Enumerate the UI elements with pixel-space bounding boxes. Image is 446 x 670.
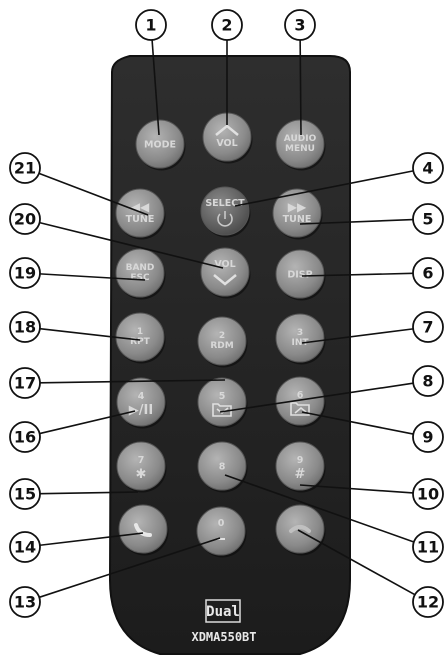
- callout-number: 5: [422, 210, 433, 229]
- callout-4: 4: [413, 153, 443, 183]
- button-face: [197, 507, 245, 555]
- callout-number: 9: [422, 428, 433, 447]
- callout-number: 10: [417, 485, 439, 504]
- button-label: AUDIO: [284, 134, 317, 144]
- callout-18: 18: [10, 312, 40, 342]
- button-label: DISP: [287, 270, 312, 281]
- button-label: 1: [137, 327, 143, 337]
- callout-9: 9: [413, 422, 443, 452]
- brand-label: Dual: [206, 604, 240, 620]
- callout-11: 11: [413, 532, 443, 562]
- button-face: [201, 248, 249, 296]
- button-face: [198, 378, 246, 426]
- callout-number: 2: [221, 16, 232, 35]
- leader-line-3: [300, 40, 301, 135]
- button-face: [119, 505, 167, 553]
- callout-10: 10: [413, 479, 443, 509]
- button-label: MENU: [285, 144, 315, 154]
- callout-number: 13: [14, 593, 36, 612]
- callout-number: 19: [14, 264, 36, 283]
- callout-5: 5: [413, 204, 443, 234]
- callout-number: 3: [294, 16, 305, 35]
- callout-20: 20: [10, 204, 40, 234]
- play-pause-icon: ▶/II: [129, 403, 153, 418]
- callout-8: 8: [413, 366, 443, 396]
- button-label: 7: [138, 455, 145, 466]
- callout-number: 21: [14, 159, 36, 178]
- button-label: 0: [218, 518, 225, 529]
- callout-15: 15: [10, 479, 40, 509]
- button-face: [117, 442, 165, 490]
- callout-number: 11: [417, 538, 439, 557]
- button-face: [276, 377, 324, 425]
- callout-21: 21: [10, 153, 40, 183]
- button-label: ESC: [130, 273, 150, 283]
- button-label: BAND: [126, 263, 155, 273]
- callout-1: 1: [136, 10, 166, 40]
- callout-2: 2: [212, 10, 242, 40]
- callout-13: 13: [10, 587, 40, 617]
- button-label: 4: [138, 391, 145, 402]
- callout-number: 16: [14, 428, 36, 447]
- callout-number: 1: [145, 16, 156, 35]
- button-label: SELECT: [205, 198, 245, 209]
- callout-number: 8: [422, 372, 433, 391]
- button-label: 2: [219, 331, 225, 341]
- callout-number: 12: [417, 593, 439, 612]
- button-label: RDM: [210, 341, 233, 351]
- callout-14: 14: [10, 532, 40, 562]
- button-label: MODE: [144, 140, 176, 151]
- callout-6: 6: [413, 258, 443, 288]
- callout-number: 7: [422, 318, 433, 337]
- button-label: 8: [219, 462, 226, 473]
- button-label: 5: [219, 391, 226, 402]
- button-label: VOL: [214, 259, 235, 270]
- callout-12: 12: [413, 587, 443, 617]
- callout-3: 3: [285, 10, 315, 40]
- fast-forward-icon: ▶▶: [288, 200, 307, 214]
- star-icon: ✱: [136, 467, 147, 482]
- button-label: TUNE: [126, 214, 155, 225]
- callout-19: 19: [10, 258, 40, 288]
- callout-number: 18: [14, 318, 36, 337]
- button-face: [117, 378, 165, 426]
- button-label: 3: [297, 328, 303, 338]
- button-label: VOL: [216, 138, 237, 149]
- callout-number: 4: [422, 159, 433, 178]
- dual-logo: Dual: [206, 600, 240, 622]
- callout-number: 14: [14, 538, 36, 557]
- button-face: [276, 442, 324, 490]
- hash-icon: #: [295, 467, 306, 482]
- callout-number: 15: [14, 485, 36, 504]
- button-label: 9: [297, 455, 304, 466]
- callout-7: 7: [413, 312, 443, 342]
- callout-number: 17: [14, 374, 36, 393]
- callout-number: 20: [14, 210, 36, 229]
- model-label: XDMA550BT: [191, 630, 256, 644]
- callout-16: 16: [10, 422, 40, 452]
- callout-17: 17: [10, 368, 40, 398]
- callout-number: 6: [422, 264, 433, 283]
